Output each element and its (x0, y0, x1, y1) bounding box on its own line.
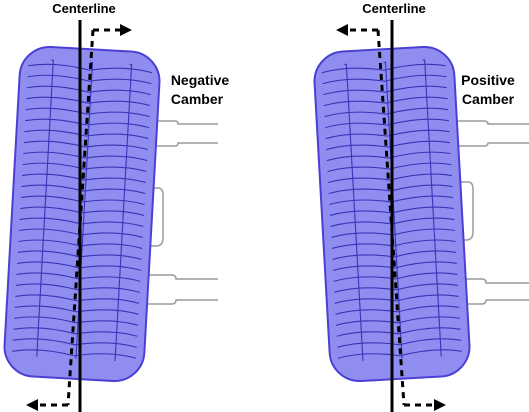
right-tire-tread (321, 59, 462, 361)
right-tread-sipe (327, 162, 452, 173)
right-tread-sipe (333, 272, 458, 282)
right-tread-sipe (323, 96, 448, 107)
left-tread-sipe (15, 294, 140, 304)
left-panel: Centerline Negative Camber (3, 1, 229, 412)
left-tread-sipe (24, 129, 149, 140)
right-lower-arm (458, 278, 529, 305)
left-tread-sipe (23, 151, 148, 162)
right-tread-sipe (334, 283, 459, 293)
right-tread-groove-1 (344, 63, 364, 361)
left-tread-sipe (12, 338, 137, 348)
left-knuckle (140, 187, 164, 247)
right-tread-sipe (337, 338, 462, 348)
left-tread-sipe (25, 107, 150, 118)
left-camber-label-line1: Negative (171, 72, 230, 88)
right-tread-sipe (327, 173, 453, 184)
left-camber-label-line2: Camber (171, 91, 224, 107)
right-camber-label-line1: Positive (461, 72, 515, 88)
left-tilt-line (66, 29, 95, 406)
right-suspension (456, 120, 529, 305)
right-tilt-line (376, 29, 406, 406)
right-tread-sipe (325, 129, 450, 140)
left-lower-arm (148, 274, 218, 305)
left-tread-groove-3 (114, 63, 133, 362)
left-tread-sipe (26, 96, 151, 107)
left-tire-tread (12, 59, 153, 362)
right-panel: Centerline Positive Camber (313, 1, 529, 412)
left-tread-sipe (27, 74, 152, 85)
left-tread-groove-1 (36, 59, 54, 357)
left-suspension (140, 120, 218, 305)
right-tread-sipe (336, 327, 461, 337)
left-tread-sipe (21, 184, 146, 195)
right-tread-sipe (322, 74, 447, 85)
right-camber-label-line2: Camber (462, 91, 515, 107)
left-tread-sipe (20, 195, 145, 206)
left-tread-sipe (28, 63, 153, 74)
right-tread-sipe (323, 85, 448, 96)
right-tread-sipe (321, 63, 446, 74)
left-tread-sipe (20, 206, 145, 216)
left-tread-sipe (21, 173, 147, 184)
left-tread-sipe (22, 162, 147, 173)
right-tread-sipe (335, 316, 461, 326)
left-tire (3, 45, 161, 383)
left-centerline-label: Centerline (52, 1, 116, 16)
right-tread-sipe (324, 107, 449, 118)
left-tread-sipe (23, 140, 148, 151)
left-tread-sipe (26, 85, 151, 96)
right-tread-sipe (331, 239, 456, 249)
left-tread-sipe (16, 272, 141, 282)
right-tread-groove-3 (422, 59, 442, 357)
right-tread-sipe (335, 305, 460, 315)
right-tread-sipe (332, 250, 457, 260)
right-tread-sipe (326, 151, 451, 162)
right-centerline-label: Centerline (362, 1, 426, 16)
left-tread-sipe (25, 118, 150, 129)
right-tread-sipe (326, 140, 451, 151)
left-tread-sipe (15, 283, 140, 293)
left-upper-arm (150, 120, 218, 147)
left-tread-sipe (14, 305, 139, 315)
right-tread-sipe (334, 294, 459, 304)
right-tread-sipe (337, 349, 462, 359)
left-tread-sipe (13, 327, 138, 337)
right-upper-arm (458, 120, 529, 147)
left-tread-sipe (12, 349, 137, 359)
right-tread-sipe (324, 118, 449, 129)
right-tread-sipe (332, 261, 457, 271)
right-knuckle (456, 181, 474, 241)
left-tread-sipe (13, 316, 139, 326)
